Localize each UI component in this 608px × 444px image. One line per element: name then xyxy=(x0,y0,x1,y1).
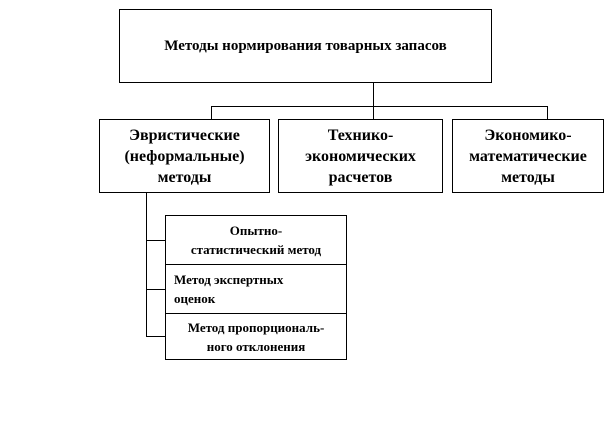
method-label: Метод экспертных оценок xyxy=(174,270,283,308)
method-proportional-deviation: Метод пропорциональ- ного отклонения xyxy=(165,313,347,360)
category-line: экономических xyxy=(305,147,416,165)
category-line: Технико- xyxy=(327,126,394,144)
category-line: Эвристические xyxy=(129,126,240,144)
connector-horizontal-bus xyxy=(211,106,548,107)
category-label: Экономико- математические методы xyxy=(469,125,587,188)
method-expert-estimates: Метод экспертных оценок xyxy=(165,264,347,314)
connector-to-sub-2 xyxy=(146,289,165,290)
method-line: ного отклонения xyxy=(206,338,306,354)
method-line: Метод пропорциональ- xyxy=(187,319,325,335)
category-line: математические xyxy=(469,147,587,165)
method-line: оценок xyxy=(174,291,216,306)
root-node: Методы нормирования товарных запасов xyxy=(119,9,492,83)
connector-to-sub-1 xyxy=(146,240,165,241)
method-line: статистический метод xyxy=(190,242,322,257)
category-heuristic-methods: Эвристические (неформальные) методы xyxy=(99,119,270,193)
category-line: методы xyxy=(157,168,212,186)
category-line: расчетов xyxy=(328,168,393,186)
category-line: (неформальные) xyxy=(124,147,245,165)
method-experimental-statistical: Опытно- статистический метод xyxy=(165,215,347,265)
category-technical-economic: Технико- экономических расчетов xyxy=(278,119,443,193)
root-label: Методы нормирования товарных запасов xyxy=(164,37,447,54)
method-line: Метод экспертных xyxy=(174,272,284,287)
connector-to-technical xyxy=(373,106,374,119)
category-label: Эвристические (неформальные) методы xyxy=(124,125,244,188)
category-economic-mathematical: Экономико- математические методы xyxy=(452,119,604,193)
connector-heuristic-trunk xyxy=(146,193,147,336)
connector-to-sub-3 xyxy=(146,336,165,337)
connector-to-mathematical xyxy=(547,106,548,119)
connector-to-heuristic xyxy=(211,106,212,119)
category-line: Экономико- xyxy=(484,126,572,144)
category-line: методы xyxy=(501,168,555,186)
method-label: Опытно- статистический метод xyxy=(191,221,321,259)
connector-root-down xyxy=(373,83,374,106)
method-line: Опытно- xyxy=(229,223,283,238)
category-label: Технико- экономических расчетов xyxy=(305,125,416,188)
method-label: Метод пропорциональ- ного отклонения xyxy=(188,318,325,356)
